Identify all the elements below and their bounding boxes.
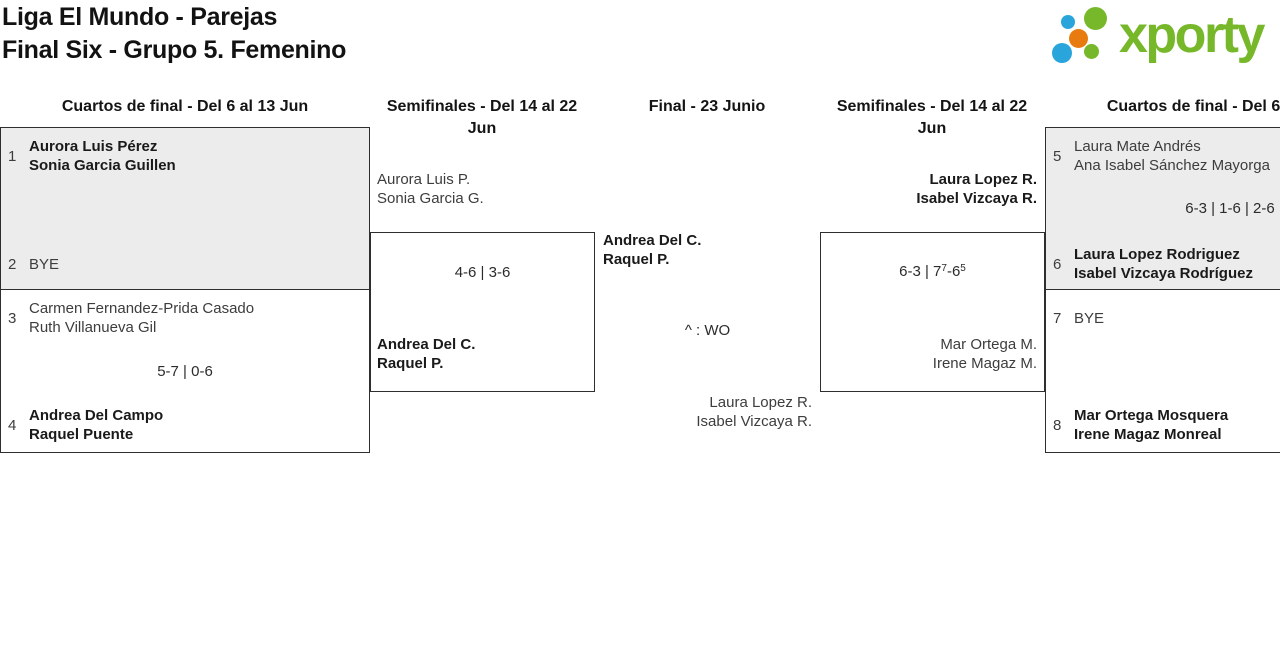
match-score-sf-right: 6-3 | 77-65 — [899, 263, 966, 280]
team-name: BYE — [1074, 309, 1105, 327]
match-score-qf2: 5-7 | 0-6 — [157, 363, 213, 380]
seed-number: 1 — [8, 147, 17, 165]
tiebreak-superscript: 5 — [960, 263, 966, 274]
team-name: Aurora Luis Pérez Sonia Garcia Guillen — [29, 138, 176, 174]
logo-wordmark: xporty — [1119, 6, 1265, 64]
match-score-qf3: 6-3 | 1-6 | 2-6 — [1185, 200, 1275, 217]
seed-number: 2 — [8, 255, 17, 273]
team-name-sf-right-bottom: Mar Ortega M. Irene Magaz M. — [932, 336, 1037, 372]
team-name: Laura Lopez Rodriguez Isabel Vizcaya Rod… — [1074, 246, 1253, 282]
team-name: Carmen Fernandez-Prida Casado Ruth Villa… — [29, 300, 255, 336]
match-box-qf1 — [0, 127, 370, 290]
bracket-entry-seed-7: 7 BYE — [1053, 299, 1104, 337]
bracket-entry-seed-3: 3 Carmen Fernandez-Prida Casado Ruth Vil… — [8, 299, 254, 337]
bracket-entry-seed-2: 2 BYE — [8, 245, 59, 283]
tournament-title-block: Liga El Mundo - Parejas Final Six - Grup… — [2, 1, 346, 67]
match-box-qf3 — [1045, 127, 1280, 290]
seed-number: 3 — [8, 309, 17, 327]
team-name-final-bottom: Laura Lopez R. Isabel Vizcaya R. — [696, 394, 812, 430]
logo-dot-green-large — [1084, 7, 1107, 30]
team-name-sf-left-top: Aurora Luis P. Sonia Garcia G. — [377, 171, 484, 207]
seed-number: 6 — [1053, 255, 1062, 273]
bracket-entry-seed-6: 6 Laura Lopez Rodriguez Isabel Vizcaya R… — [1053, 245, 1253, 283]
logo-dot-blue-large — [1052, 43, 1072, 63]
team-name: BYE — [29, 255, 60, 273]
seed-number: 4 — [8, 416, 17, 434]
round-header-semifinals-left: Semifinales - Del 14 al 22 Jun — [386, 98, 578, 137]
team-name: Andrea Del Campo Raquel Puente — [29, 407, 164, 443]
walkover-note: ^ : WO — [684, 322, 731, 339]
team-name-sf-left-bottom: Andrea Del C. Raquel P. — [377, 336, 476, 372]
tournament-subtitle: Final Six - Grupo 5. Femenino — [2, 36, 347, 64]
seed-number: 7 — [1053, 309, 1062, 327]
bracket-entry-seed-1: 1 Aurora Luis Pérez Sonia Garcia Guillen — [8, 137, 176, 175]
team-name-final-top: Andrea Del C. Raquel P. — [603, 232, 702, 268]
match-box-sf-right — [820, 232, 1045, 392]
logo-dot-green-small — [1084, 44, 1099, 59]
tiebreak-superscript: 7 — [941, 263, 947, 274]
match-score-sf-left: 4-6 | 3-6 — [454, 264, 511, 281]
bracket-entry-seed-4: 4 Andrea Del Campo Raquel Puente — [8, 406, 163, 444]
seed-number: 8 — [1053, 416, 1062, 434]
logo-dot-blue-small — [1061, 15, 1075, 29]
round-header-quarterfinals-left: Cuartos de final - Del 6 al 13 Jun — [61, 98, 309, 115]
team-name-sf-right-top: Laura Lopez R. Isabel Vizcaya R. — [916, 171, 1037, 207]
bracket-entry-seed-8: 8 Mar Ortega Mosquera Irene Magaz Monrea… — [1053, 406, 1228, 444]
seed-number: 5 — [1053, 147, 1062, 165]
tournament-title: Liga El Mundo - Parejas — [2, 3, 278, 31]
round-header-quarterfinals-right: Cuartos de final - Del 6 al 13 Jun — [1106, 98, 1280, 115]
round-header-final: Final - 23 Junio — [648, 98, 766, 115]
match-box-sf-left — [370, 232, 595, 392]
team-name: Mar Ortega Mosquera Irene Magaz Monreal — [1074, 407, 1229, 443]
logo-dot-orange — [1069, 29, 1088, 48]
round-header-semifinals-right: Semifinales - Del 14 al 22 Jun — [836, 98, 1028, 137]
bracket-entry-seed-5: 5 Laura Mate Andrés Ana Isabel Sánchez M… — [1053, 137, 1270, 175]
match-box-qf4 — [1045, 289, 1280, 453]
match-box-qf2 — [0, 289, 370, 453]
team-name: Laura Mate Andrés Ana Isabel Sánchez May… — [1074, 138, 1270, 174]
